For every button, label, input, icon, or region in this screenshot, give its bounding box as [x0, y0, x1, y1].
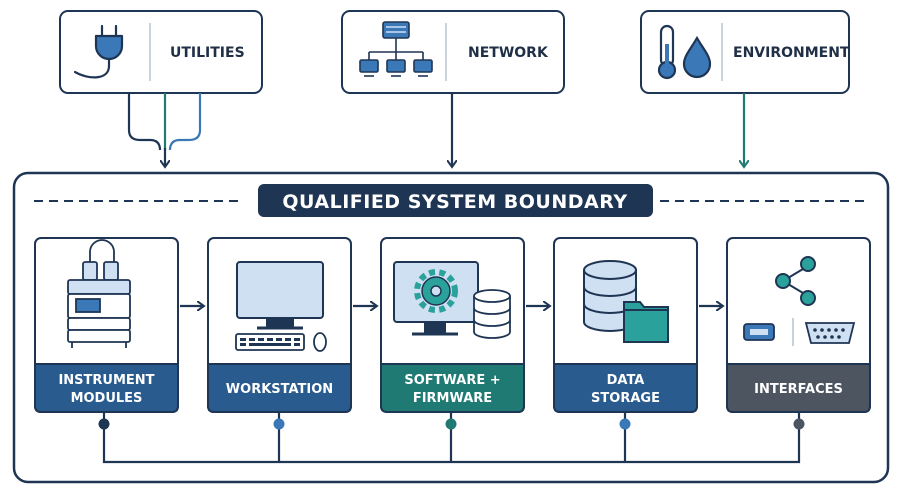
bus-node [619, 418, 631, 430]
environment-box: ENVIRONMENT [640, 10, 850, 94]
network-box: NETWORK [341, 10, 565, 94]
network-label: NETWORK [468, 45, 549, 61]
keyboard-icon [235, 333, 305, 351]
mouse-icon [313, 332, 327, 352]
card-caption-line: FIRMWARE [413, 391, 492, 406]
bus-node [793, 418, 805, 430]
card-caption-line: SOFTWARE + [404, 373, 500, 388]
bus-node [445, 418, 457, 430]
bus-node [98, 418, 110, 430]
utilities-connector [127, 93, 202, 166]
usb-port-icon [743, 323, 775, 341]
card-caption-line: INTERFACES [754, 382, 843, 397]
card-caption-line: INSTRUMENT [58, 373, 154, 388]
card-caption-line: MODULES [71, 391, 143, 406]
thermometer-icon [657, 24, 677, 80]
gear-icon [414, 269, 458, 313]
instrument-stack-icon [67, 239, 131, 348]
plug-icon [73, 24, 124, 79]
serial-port-icon [804, 322, 856, 344]
water-drop-icon [682, 35, 712, 79]
card-caption-line: DATA [607, 373, 645, 388]
monitor-icon [236, 261, 324, 330]
card-caption-line: STORAGE [591, 391, 660, 406]
card-caption-bar [380, 363, 525, 413]
network-tree-icon [359, 21, 433, 77]
card-caption-bar [553, 363, 698, 413]
bottom-bus [98, 412, 805, 464]
card-caption-bar [726, 363, 871, 413]
card-caption-line: WORKSTATION [226, 382, 333, 397]
card-caption-bar [34, 363, 179, 413]
environment-label: ENVIRONMENT [733, 45, 850, 61]
boundary-title: QUALIFIED SYSTEM BOUNDARY [282, 191, 627, 213]
utilities-label: UTILITIES [170, 45, 245, 61]
boundary-title-banner: QUALIFIED SYSTEM BOUNDARY [258, 184, 653, 217]
card-caption-bar [207, 363, 352, 413]
utilities-box: UTILITIES [59, 10, 263, 94]
folder-icon [623, 301, 669, 343]
database-icon [473, 289, 511, 339]
share-icon [775, 256, 816, 306]
bus-node [273, 418, 285, 430]
